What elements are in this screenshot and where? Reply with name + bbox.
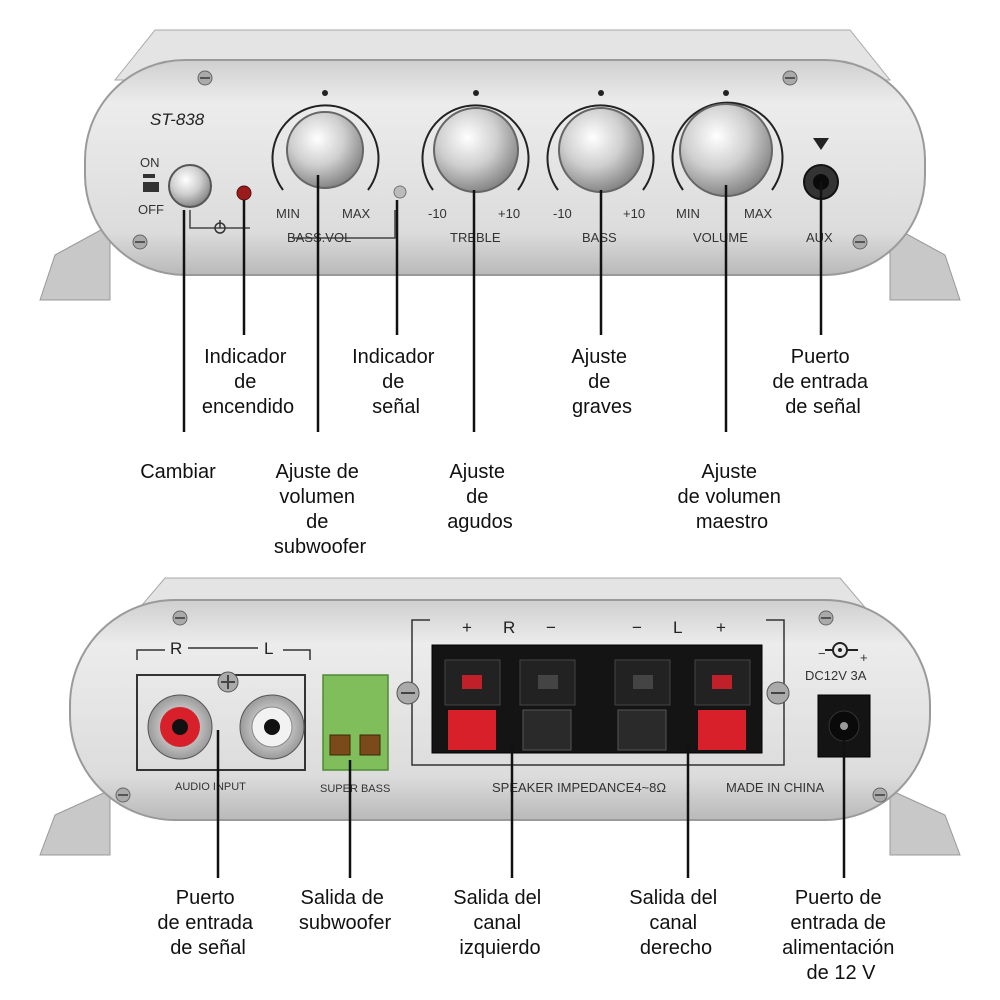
subwoofer-output-label: Salida de subwoofer — [299, 887, 392, 934]
rca-l-label: L — [264, 639, 273, 658]
signal-led — [393, 185, 407, 199]
aux-label: AUX — [806, 230, 833, 245]
made-in-label: MADE IN CHINA — [726, 780, 825, 795]
left-channel-output-label: Salida del canal izquierdo — [453, 887, 546, 959]
svg-text:−: − — [818, 646, 826, 661]
knob-volume: MIN MAX VOLUME — [671, 90, 784, 245]
power-led — [236, 185, 252, 201]
screw-icon — [852, 234, 868, 250]
rca-jack-left[interactable] — [239, 694, 305, 760]
terminal-sign: R — [503, 618, 515, 637]
callout-lines-top — [182, 175, 823, 432]
speaker-terminal-r-plus[interactable] — [444, 659, 501, 750]
knob-name-label: BASS — [582, 230, 617, 245]
master-volume-knob[interactable] — [679, 103, 773, 197]
screw-icon — [396, 681, 420, 705]
knob-bass: -10 +10 BASS — [546, 90, 655, 245]
triangle-down-icon — [813, 138, 829, 150]
switch-off-label: OFF — [138, 202, 164, 217]
master-volume-label: Ajuste de volumen maestro — [678, 461, 787, 533]
knob-max-label: MAX — [744, 206, 773, 221]
knob-max-label: MAX — [342, 206, 371, 221]
switch-mark-icon — [143, 174, 155, 178]
terminal-sign: − — [632, 618, 642, 637]
terminal-sign: + — [462, 618, 472, 637]
screw-icon — [782, 70, 798, 86]
terminal-sign: − — [546, 618, 556, 637]
mount-foot-left — [39, 224, 111, 301]
rear-panel: R L AUDIO INPUT SUPER BASS + R − − L + — [39, 577, 961, 856]
screw-icon — [818, 610, 834, 626]
terminal-sign: L — [673, 618, 682, 637]
bass-vol-bracket — [292, 210, 396, 239]
bass-adjust-label: Ajuste de graves — [571, 346, 632, 418]
switch-bracket — [189, 210, 250, 229]
callout-lines-bottom — [216, 730, 846, 878]
polarity-icon: − + — [818, 642, 868, 665]
screw-icon — [172, 610, 188, 626]
switch-on-label: ON — [140, 155, 160, 170]
switch-mark-icon — [143, 182, 159, 192]
switch-label: Cambiar — [140, 461, 216, 483]
knob-name-label: VOLUME — [693, 230, 748, 245]
mount-foot-right — [889, 224, 961, 301]
speaker-terminal-l-plus[interactable] — [694, 659, 751, 750]
knob-max-label: +10 — [498, 206, 520, 221]
speaker-terminal-r-minus[interactable] — [519, 659, 576, 751]
treble-adjust-label: Ajuste de agudos — [447, 461, 513, 533]
knob-max-label: +10 — [623, 206, 645, 221]
audio-input-label: AUDIO INPUT — [175, 781, 246, 793]
rca-r-label: R — [170, 639, 182, 658]
screw-icon — [115, 787, 131, 803]
subwoofer-terminal[interactable] — [322, 674, 389, 771]
signal-input-label-top: Puerto de entrada de señal — [772, 346, 873, 418]
power-symbol-icon — [214, 220, 226, 234]
mount-foot-left — [39, 789, 111, 856]
rca-jack-right[interactable] — [147, 694, 213, 760]
power-indicator-label: Indicador de encendido — [202, 346, 294, 418]
power-input-label: Puerto de entrada de alimentación de 12 … — [782, 887, 900, 984]
speaker-impedance-label: SPEAKER IMPEDANCE4~8Ω — [492, 780, 666, 795]
knob-min-label: -10 — [553, 206, 572, 221]
terminal-sign: + — [716, 618, 726, 637]
bass-knob[interactable] — [558, 107, 644, 193]
speaker-frame — [411, 619, 785, 766]
subwoofer-volume-label: Ajuste de volumen de subwoofer — [274, 461, 367, 558]
signal-input-label-bottom: Puerto de entrada de señal — [157, 887, 258, 959]
signal-indicator-label: Indicador de señal — [352, 346, 440, 418]
screw-icon — [132, 234, 148, 250]
super-bass-label: SUPER BASS — [320, 783, 390, 795]
knob-min-label: MIN — [276, 206, 300, 221]
front-panel: ST-838 ON OFF MIN MAX BASS.VOL -10 — [39, 29, 961, 301]
screw-icon — [766, 681, 790, 705]
model-label: ST-838 — [150, 110, 205, 129]
speaker-terminal-l-minus[interactable] — [614, 659, 671, 751]
knob-name-label: TREBLE — [450, 230, 501, 245]
svg-text:+: + — [860, 650, 868, 665]
knob-min-label: MIN — [676, 206, 700, 221]
screw-icon — [217, 671, 239, 693]
screw-icon — [197, 70, 213, 86]
bass-volume-knob[interactable] — [286, 111, 364, 189]
dc-rating-label: DC12V 3A — [805, 668, 867, 683]
power-switch[interactable] — [168, 164, 212, 208]
knob-treble: -10 +10 TREBLE — [421, 90, 530, 245]
treble-knob[interactable] — [433, 107, 519, 193]
mount-foot-right — [889, 789, 961, 856]
right-channel-output-label: Salida del canal derecho — [629, 887, 722, 959]
knob-min-label: -10 — [428, 206, 447, 221]
screw-icon — [872, 787, 888, 803]
